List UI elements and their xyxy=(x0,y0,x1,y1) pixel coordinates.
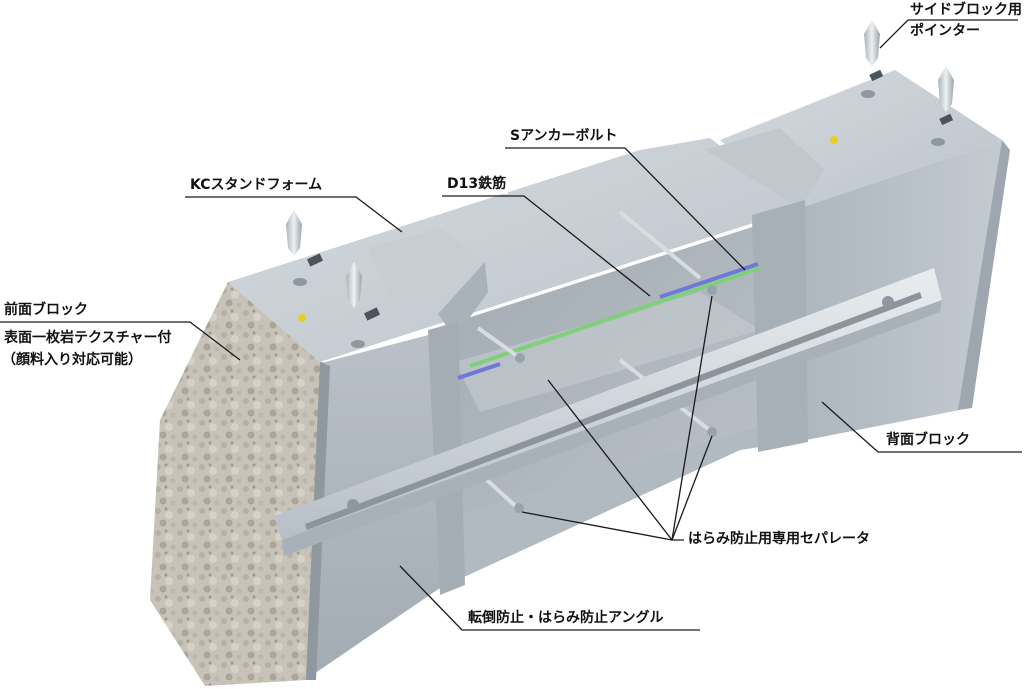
angle-bolt xyxy=(882,296,894,308)
leader-front-block xyxy=(0,321,241,361)
pointer-pin xyxy=(938,66,954,112)
top-notch xyxy=(306,253,324,267)
back-step-block xyxy=(705,128,825,208)
kc-stand-form-side xyxy=(438,262,488,338)
angle-top-flange xyxy=(274,268,942,540)
wall-top-surface xyxy=(228,138,800,362)
label-angle: 転倒防止・はらみ防止アングル xyxy=(466,608,666,628)
top-notch xyxy=(363,307,381,321)
interior-floor xyxy=(455,292,760,412)
pointer-pin xyxy=(286,210,302,256)
leader-s-anchor-bolt xyxy=(505,147,746,271)
label-front-texture-line1: 表面一枚岩テクスチャー付 xyxy=(2,328,174,348)
leader-separator-2 xyxy=(521,511,673,541)
bolt-head xyxy=(515,353,525,363)
leader-d13-rebar xyxy=(442,195,651,297)
front-stone-texture-face xyxy=(150,282,320,686)
top-hole xyxy=(293,278,307,286)
top-notch xyxy=(869,69,884,82)
bolt-head xyxy=(707,285,717,295)
leader-back-block xyxy=(821,401,1022,453)
separator-rod-3 xyxy=(476,326,522,360)
top-hole xyxy=(931,138,945,146)
separator-rod-1 xyxy=(618,210,702,280)
leader-separator-1 xyxy=(547,379,673,541)
s-anchor-bolt-left xyxy=(457,362,501,380)
leader-kc-stand-form xyxy=(185,196,403,233)
label-d13-rebar: D13鉄筋 xyxy=(445,174,509,194)
leader-angle xyxy=(399,565,700,631)
kc-stand-form-block xyxy=(368,228,485,314)
label-s-anchor-bolt: Sアンカーボルト xyxy=(508,126,620,146)
top-hole xyxy=(861,90,875,98)
label-front-block: 前面ブロック xyxy=(2,300,90,320)
s-anchor-bolt-right xyxy=(659,262,759,299)
leader-separator-3 xyxy=(671,295,713,541)
label-side-pointer-line2: ポインター xyxy=(910,23,980,39)
label-side-pointer-line1: サイドブロック用 xyxy=(910,2,1022,18)
d13-rebar xyxy=(469,266,761,368)
top-hole xyxy=(351,340,365,348)
label-back-block: 背面ブロック xyxy=(884,430,972,450)
label-front-texture-line2: （顔料入り対応可能） xyxy=(0,350,144,370)
angle-bolt xyxy=(347,499,359,511)
top-notch xyxy=(939,113,954,126)
bolt-head xyxy=(707,427,717,437)
label-separator: はらみ防止用専用セパレータ xyxy=(686,529,872,549)
bolt-head xyxy=(514,503,524,513)
label-kc-stand-form: KCスタンドフォーム xyxy=(188,175,325,195)
yellow-marker xyxy=(830,136,838,144)
pointer-pin xyxy=(864,20,880,66)
leader-side-pointer xyxy=(879,19,1018,49)
front-block-lower-face xyxy=(440,415,805,588)
back-block-corner-shade xyxy=(958,140,1010,410)
angle-vertical-web xyxy=(282,300,942,556)
leader-separator-4 xyxy=(671,435,713,541)
angle-slot xyxy=(305,292,922,530)
yellow-marker xyxy=(298,314,306,322)
pointer-pin xyxy=(346,262,362,308)
